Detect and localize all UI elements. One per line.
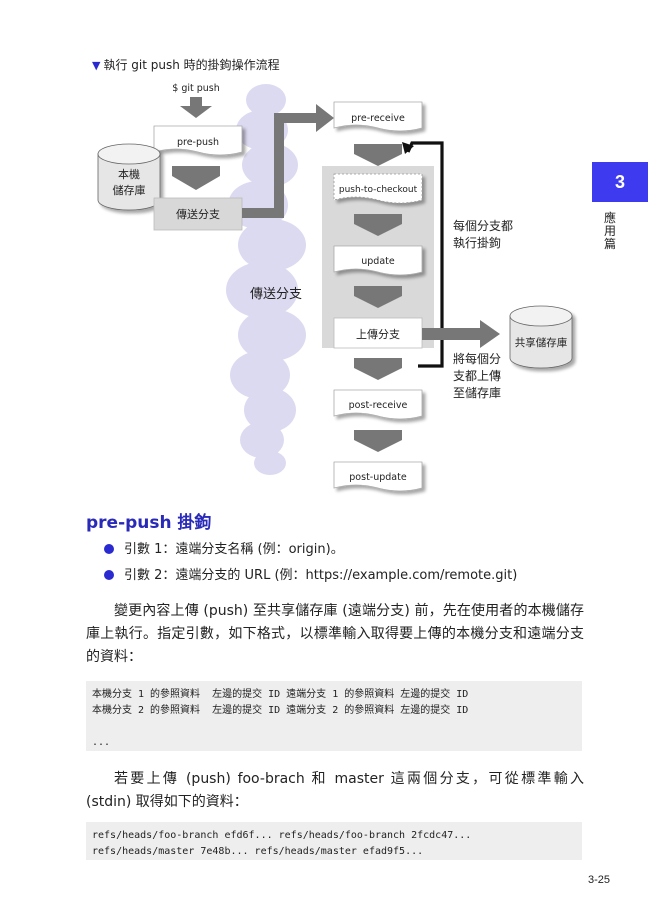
upload-branch-box [333, 317, 423, 349]
post-update-label: post-update [349, 472, 407, 483]
upload-branch-label: 上傳分支 [356, 328, 400, 341]
upload-note-line2: 支都上傳 [453, 369, 501, 383]
send-branch-label: 傳送分支 [176, 207, 220, 221]
argument-list: 引數 1：遠端分支名稱 (例：origin)。 引數 2：遠端分支的 URL (… [104, 540, 517, 592]
bent-arrow-icon [242, 104, 334, 218]
triangle-down-icon: ▼ [92, 59, 101, 72]
post-receive-label: post-receive [349, 400, 408, 411]
pre-receive-box [333, 101, 423, 132]
list-item: 引數 1：遠端分支名稱 (例：origin)。 [104, 540, 517, 566]
code-block-2: refs/heads/foo-branch efd6f... refs/head… [86, 822, 582, 860]
local-repo-label-line2: 儲存庫 [113, 183, 146, 197]
arrow-down-icon [180, 97, 212, 118]
arrow-down-icon [172, 166, 220, 190]
paragraph-1: 變更內容上傳 (push) 至共享儲存庫 (遠端分支) 前，先在使用者的本機儲存… [86, 603, 584, 665]
pre-push-label: pre-push [177, 137, 219, 148]
arrow-down-icon [354, 144, 402, 166]
chapter-label: 應 用 篇 [603, 211, 616, 251]
code-block-1: 本機分支 1 的參照資料 左邊的提交 ID 遠端分支 1 的參照資料 左邊的提交… [86, 681, 582, 751]
upload-note-line3: 至儲存庫 [453, 386, 501, 400]
arrow-down-icon [354, 214, 402, 236]
chapter-tab: 3 [592, 162, 648, 202]
post-receive-box [333, 389, 423, 420]
git-push-command: $ git push [172, 83, 220, 94]
cloud-label: 傳送分支 [250, 287, 302, 302]
upload-note-line1: 將每個分 [453, 351, 501, 366]
shared-repo-label: 共享儲存庫 [515, 336, 568, 349]
send-branch-box [153, 197, 243, 231]
update-label: update [361, 256, 395, 267]
page-number: 3-25 [588, 874, 611, 886]
push-to-checkout-box [333, 173, 423, 204]
post-update-box [333, 461, 423, 492]
hook-flow-diagram: 傳送分支 $ git push pre-push 本機 儲存庫 傳送分支 pre… [97, 83, 573, 492]
push-to-checkout-label: push-to-checkout [339, 185, 418, 195]
local-repo-cylinder [97, 143, 161, 211]
section-title: pre-push 掛鉤 [86, 513, 212, 533]
pre-push-box [153, 125, 243, 156]
bullet-icon [104, 569, 114, 580]
pre-receive-label: pre-receive [351, 113, 405, 124]
arrow-down-icon [354, 286, 402, 308]
arrow-right-icon [422, 320, 500, 348]
figure-title: ▼執行 git push 時的掛鉤操作流程 [92, 58, 280, 72]
shared-repo-cylinder [509, 305, 573, 369]
loop-arrowhead-icon [402, 142, 414, 154]
loop-label-line1: 每個分支都 [453, 218, 513, 233]
arrow-down-icon [354, 358, 402, 380]
loop-label-line2: 執行掛鉤 [453, 235, 501, 250]
paragraph-2: 若要上傳 (push) foo-brach 和 master 這兩個分支，可從標… [86, 771, 584, 810]
list-item: 引數 2：遠端分支的 URL (例：https://example.com/re… [104, 566, 517, 592]
local-repo-label-line1: 本機 [118, 167, 140, 181]
bullet-icon [104, 543, 114, 554]
arrow-down-icon [354, 430, 402, 452]
update-box [333, 245, 423, 276]
